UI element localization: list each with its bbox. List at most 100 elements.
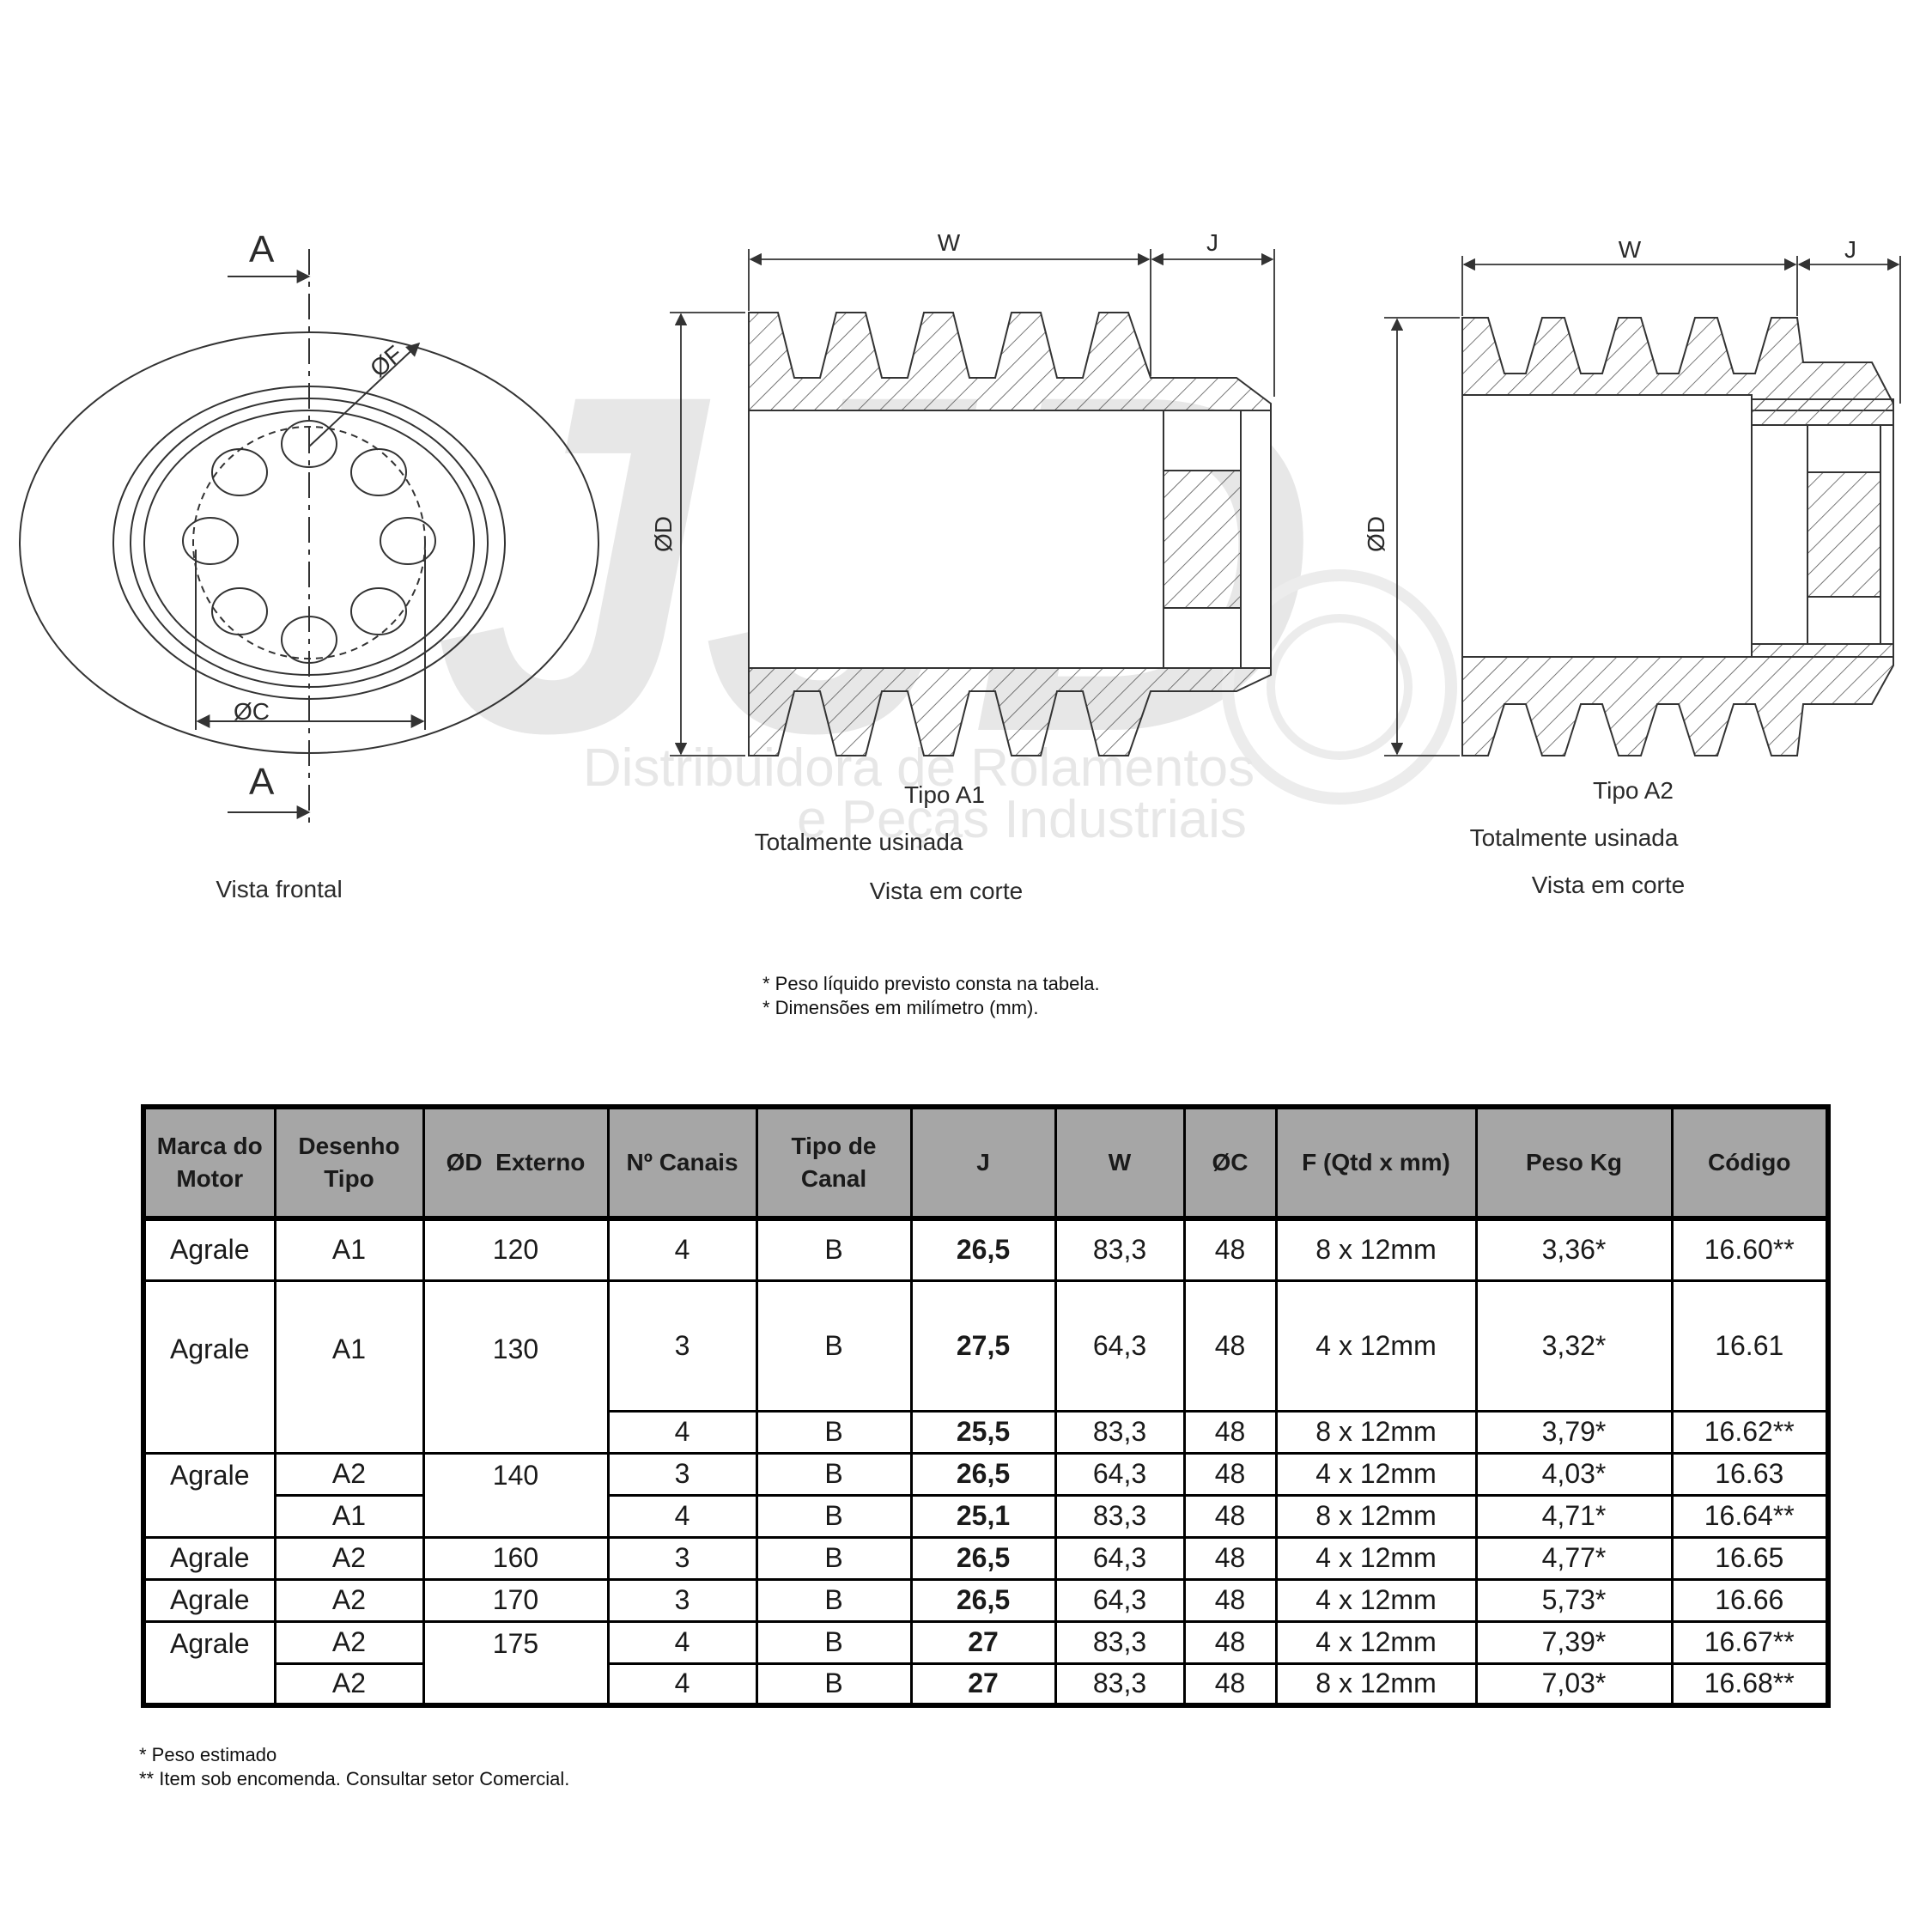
- cell-codigo: 16.61: [1670, 1279, 1830, 1413]
- header-f: F (Qtd x mm): [1274, 1105, 1478, 1221]
- header-peso: Peso Kg: [1474, 1105, 1674, 1221]
- cell-canal: B: [755, 1662, 913, 1707]
- table-row: Agrale A2 175 4 B 27 83,3 48 4 x 12mm 7,…: [142, 1619, 1830, 1707]
- cell-desenho: A2: [273, 1451, 425, 1497]
- bolt-hole: [350, 448, 407, 496]
- a1-finish: Totalmente usinada: [755, 829, 963, 855]
- cell-f: 4 x 12mm: [1274, 1577, 1478, 1623]
- cell-j: 25,1: [909, 1493, 1057, 1539]
- cell-canal: B: [755, 1493, 913, 1539]
- a1-dim-j: J: [1206, 229, 1218, 256]
- bolt-hole: [211, 448, 268, 496]
- header-tipo-canal: Tipo de Canal: [755, 1105, 913, 1221]
- cell-c: 48: [1182, 1577, 1278, 1623]
- table-row: Agrale A2 140 3 B 26,5 64,3 48 4 x 12mm …: [142, 1451, 1830, 1539]
- cell-desenho: A2: [273, 1619, 425, 1665]
- cell-canais: 3: [606, 1577, 758, 1623]
- table-footnotes: * Peso estimado ** Item sob encomenda. C…: [139, 1743, 569, 1791]
- cell-w: 83,3: [1054, 1409, 1186, 1455]
- bolt-hole: [281, 420, 337, 468]
- cell-f: 8 x 12mm: [1274, 1493, 1478, 1539]
- cell-canais: 4: [606, 1409, 758, 1455]
- header-marca: Marca do Motor: [142, 1105, 276, 1221]
- cell-marca: Agrale: [142, 1451, 276, 1539]
- cell-j: 27: [909, 1662, 1057, 1707]
- cell-c: 48: [1182, 1493, 1278, 1539]
- a1-caption: Vista em corte: [870, 878, 1023, 904]
- cell-w: 64,3: [1054, 1279, 1186, 1413]
- bolt-hole: [182, 517, 239, 565]
- header-diametro: ØD Externo: [422, 1105, 610, 1221]
- pulley-spec-table: Marca do Motor Desenho Tipo ØD Externo N…: [141, 1104, 1831, 1708]
- cell-f: 8 x 12mm: [1274, 1217, 1478, 1282]
- cell-marca: Agrale: [142, 1279, 276, 1455]
- cell-codigo: 16.63: [1670, 1451, 1830, 1497]
- a2-dim-d: ØD: [1363, 516, 1389, 552]
- cell-w: 83,3: [1054, 1217, 1186, 1282]
- cell-c: 48: [1182, 1535, 1278, 1581]
- a1-dim-d: ØD: [650, 516, 677, 552]
- cell-w: 83,3: [1054, 1619, 1186, 1665]
- cell-codigo: 16.66: [1670, 1577, 1830, 1623]
- cell-canal: B: [755, 1577, 913, 1623]
- cell-marca: Agrale: [142, 1619, 276, 1707]
- cell-canais: 3: [606, 1535, 758, 1581]
- cell-w: 83,3: [1054, 1493, 1186, 1539]
- cell-desenho: A1: [273, 1279, 425, 1455]
- watermark-line-2: e Peças Industriais: [797, 790, 1247, 849]
- cell-j: 26,5: [909, 1535, 1057, 1581]
- cell-c: 48: [1182, 1409, 1278, 1455]
- header-j: J: [909, 1105, 1057, 1221]
- table-row: A2 4 B 27 83,3 48 8 x 12mm 7,03* 16.68**: [143, 1662, 1830, 1707]
- header-canais: Nº Canais: [606, 1105, 758, 1221]
- cell-canais: 4: [606, 1619, 758, 1665]
- cell-marca: Agrale: [142, 1577, 276, 1623]
- a2-caption: Vista em corte: [1532, 872, 1685, 898]
- footnote-estimated-weight: * Peso estimado: [139, 1744, 277, 1765]
- cell-desenho: A2: [273, 1662, 425, 1707]
- cell-peso: 7,39*: [1474, 1619, 1674, 1665]
- cell-diametro: 130: [422, 1279, 610, 1455]
- bolt-hole: [281, 616, 337, 664]
- cell-w: 83,3: [1054, 1662, 1186, 1707]
- cell-j: 26,5: [909, 1451, 1057, 1497]
- cell-desenho: A2: [273, 1535, 425, 1581]
- cell-codigo: 16.65: [1670, 1535, 1830, 1581]
- cell-marca: Agrale: [142, 1217, 276, 1282]
- bolt-hole: [350, 587, 407, 635]
- cell-diametro: 175: [422, 1619, 610, 1707]
- header-codigo: Código: [1670, 1105, 1830, 1221]
- a1-dim-w: W: [938, 229, 961, 256]
- section-label-bottom: A: [249, 761, 275, 803]
- cell-f: 4 x 12mm: [1274, 1279, 1478, 1413]
- a2-dim-w: W: [1619, 236, 1642, 263]
- section-view-a2: [1384, 256, 1901, 756]
- dim-c-label: ØC: [234, 698, 270, 725]
- cell-codigo: 16.62**: [1670, 1409, 1830, 1455]
- bolt-hole: [211, 587, 268, 635]
- table-row: Agrale A2 160 3 B 26,5 64,3 48 4 x 12mm …: [142, 1535, 1830, 1581]
- cell-codigo: 16.64**: [1670, 1493, 1830, 1539]
- cell-f: 4 x 12mm: [1274, 1535, 1478, 1581]
- cell-diametro: 160: [422, 1535, 610, 1581]
- table-row: Agrale A1 130 3 B 27,5 64,3 48 4 x 12mm …: [142, 1279, 1830, 1455]
- cell-j: 25,5: [909, 1409, 1057, 1455]
- cell-peso: 3,79*: [1474, 1409, 1674, 1455]
- cell-marca: Agrale: [142, 1535, 276, 1581]
- cell-canais: 3: [606, 1451, 758, 1497]
- a1-type-label: Tipo A1: [904, 781, 985, 808]
- watermark-line-1: Distribuidora de Rolamentos: [583, 738, 1255, 798]
- section-label-top: A: [249, 228, 275, 270]
- cell-canais: 4: [606, 1662, 758, 1707]
- cell-codigo: 16.68**: [1670, 1662, 1830, 1707]
- cell-canais: 4: [606, 1217, 758, 1282]
- cell-j: 27: [909, 1619, 1057, 1665]
- cell-peso: 3,32*: [1474, 1279, 1674, 1413]
- table-header-row: Marca do Motor Desenho Tipo ØD Externo N…: [142, 1105, 1830, 1221]
- cell-codigo: 16.60**: [1670, 1217, 1830, 1282]
- cell-j: 26,5: [909, 1577, 1057, 1623]
- cell-c: 48: [1182, 1619, 1278, 1665]
- cell-f: 8 x 12mm: [1274, 1409, 1478, 1455]
- cell-diametro: 120: [422, 1217, 610, 1282]
- cell-c: 48: [1182, 1279, 1278, 1413]
